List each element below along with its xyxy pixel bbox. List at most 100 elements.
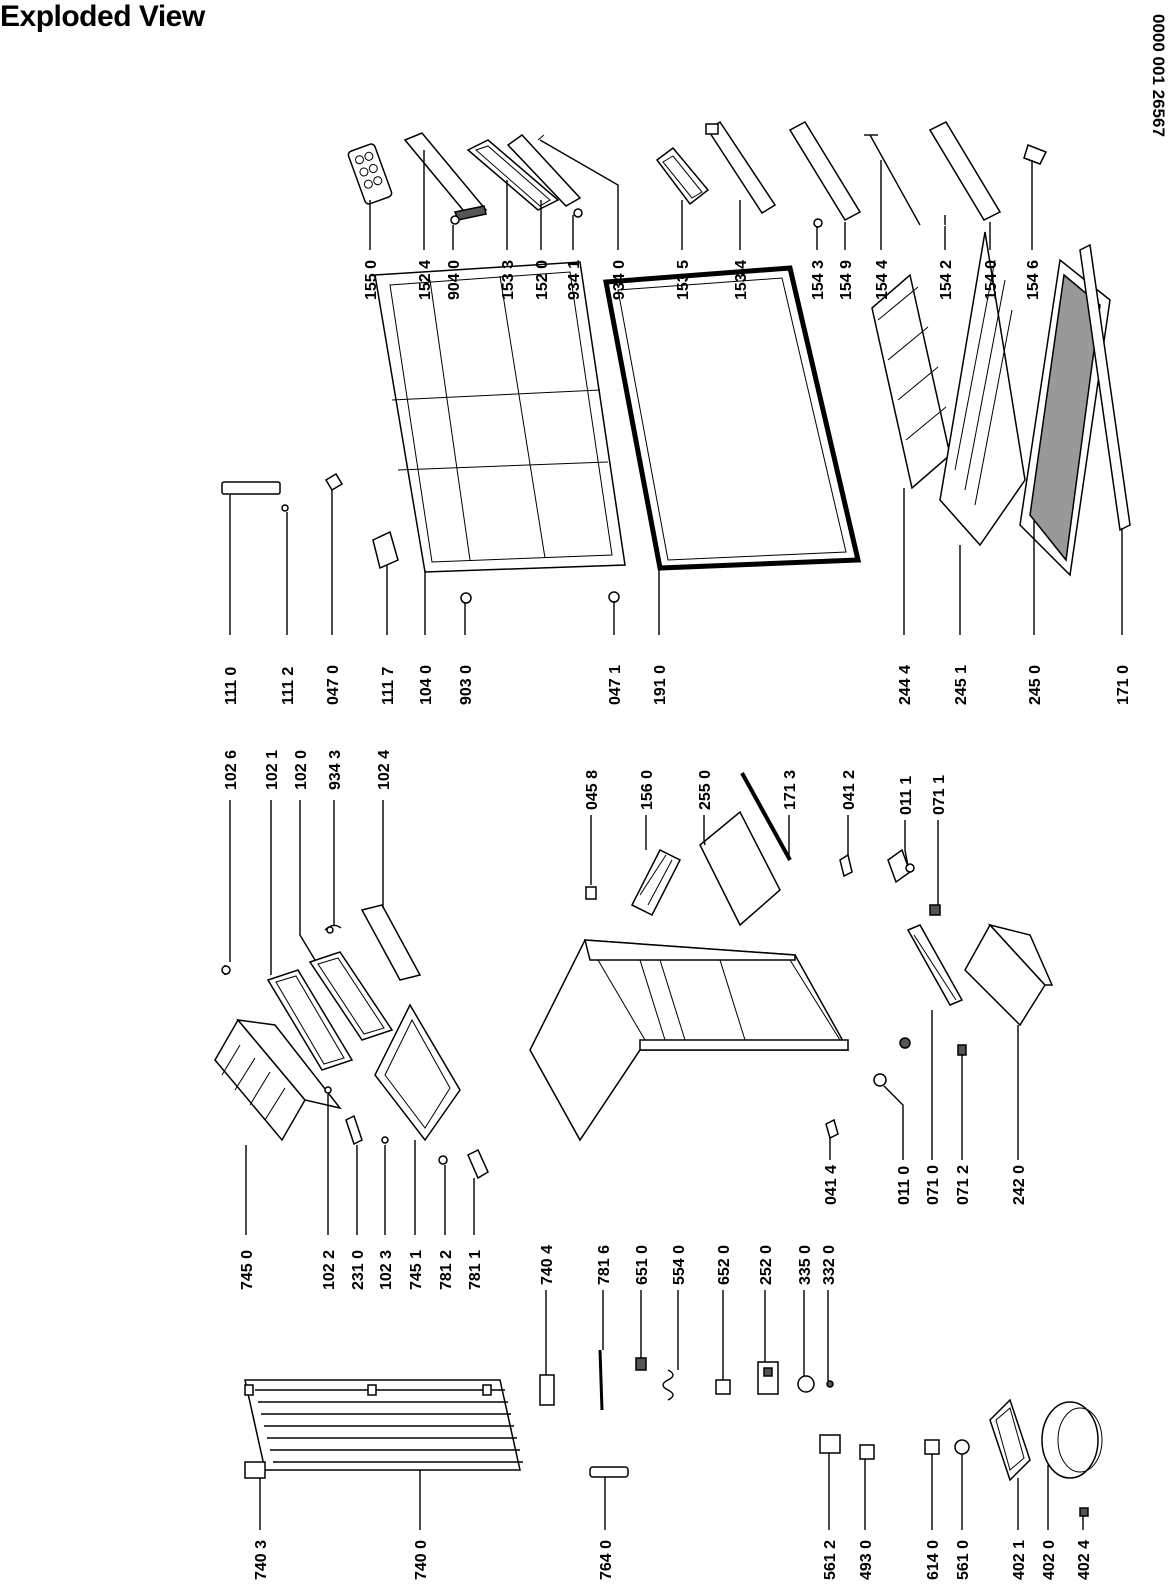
hinge-pin-047-1-part: [608, 591, 620, 603]
clip-part: [1023, 144, 1048, 165]
callout-label: 245 0: [1027, 665, 1044, 705]
callout-label: 231 0: [350, 1250, 367, 1290]
callout-label: 154 3: [810, 260, 827, 300]
callout-label: 111 2: [280, 667, 297, 705]
callout-label: 171 0: [1115, 665, 1132, 705]
callout-label: 153 3: [500, 260, 517, 300]
leader-lines: [229, 139, 1123, 1530]
callout-label: 934 0: [611, 260, 628, 300]
callout-label: 781 2: [438, 1250, 455, 1290]
overload-614-0-part: [924, 1439, 940, 1455]
callout-label: 041 2: [841, 770, 858, 810]
callout-label: 102 3: [378, 1250, 395, 1290]
callout-label: 255 0: [697, 770, 714, 810]
callout-label: 402 1: [1011, 1540, 1028, 1580]
callout-label: 781 1: [467, 1250, 484, 1290]
callout-labels: 155 0 152 4 904 0 153 3 152 0 934 1 934 …: [223, 260, 1132, 1580]
callout-label: 191 0: [652, 665, 669, 705]
plate-102-4-part: [360, 904, 422, 981]
callout-label: 154 2: [938, 260, 955, 300]
screw-part: [450, 215, 460, 225]
callout-label: 740 3: [253, 1540, 270, 1580]
callout-label: 153 4: [733, 260, 750, 300]
page-title: Exploded View: [0, 0, 205, 33]
callout-label: 745 0: [239, 1250, 256, 1290]
drip-tray-part: [374, 1003, 461, 1142]
callout-label: 740 0: [413, 1540, 430, 1580]
strip-171-3-part: [740, 772, 792, 861]
lamp-cover-071-0-part: [906, 924, 964, 1006]
callout-label: 171 3: [782, 770, 799, 810]
callout-label: 651 0: [634, 1245, 651, 1285]
callout-label: 332 0: [821, 1245, 838, 1285]
strip-102-6-part: [221, 965, 231, 975]
cable-934-3-part: [324, 924, 342, 934]
callout-label: 111 7: [380, 667, 397, 705]
callout-label: 904 0: [446, 260, 463, 300]
connector-652-0-part: [715, 1379, 731, 1395]
clip-041-2-part: [839, 853, 853, 878]
frame-102-0-part: [308, 951, 394, 1041]
callout-label: 071 2: [955, 1165, 972, 1205]
callout-label: 652 0: [716, 1245, 733, 1285]
callout-label: 071 1: [931, 775, 948, 815]
small-part-102-3: [381, 1136, 389, 1144]
callout-label: 104 0: [418, 665, 435, 705]
pin-part: [573, 208, 583, 218]
hinge-pin-part: [324, 472, 344, 492]
callout-label: 242 0: [1011, 1165, 1028, 1205]
callout-label: 154 9: [838, 260, 855, 300]
knob-781-2-part: [438, 1155, 448, 1165]
callout-label: 903 0: [458, 665, 475, 705]
callout-label: 045 8: [584, 770, 601, 810]
drier-filter-part: [589, 1466, 629, 1478]
callout-label: 156 0: [639, 770, 656, 810]
callout-label: 764 0: [598, 1540, 615, 1580]
callout-label: 102 2: [321, 1250, 338, 1290]
callout-label: 152 4: [417, 260, 434, 300]
fixing-045-8-part: [585, 886, 597, 900]
small-shelf-part: [871, 273, 951, 490]
callout-label: 011 0: [896, 1166, 913, 1205]
callout-label: 493 0: [858, 1540, 875, 1580]
ice-tray-part: [630, 848, 682, 917]
bulb-011-0-part: [873, 1037, 911, 1087]
callout-label: 245 1: [953, 665, 970, 705]
callout-label: 554 0: [671, 1245, 688, 1285]
callout-label: 011 1: [898, 776, 915, 815]
callout-label: 745 1: [408, 1250, 425, 1290]
door-tray-part: [928, 121, 1002, 225]
crisper-drawer-part: [964, 923, 1054, 1027]
egg-tray-part: [347, 143, 393, 205]
lamp-holder-part: [345, 1114, 363, 1146]
switch-071-1-part: [929, 904, 941, 916]
pin-332-0-part: [826, 1380, 834, 1388]
door-gasket-part: [603, 265, 862, 571]
callout-label: 335 0: [797, 1245, 814, 1285]
bottle-rack-part: [705, 120, 777, 215]
callout-label: 102 6: [223, 750, 240, 790]
switch-071-2-part: [957, 1044, 967, 1056]
condenser-part: [244, 1379, 523, 1471]
light-011-1-part: [887, 848, 915, 884]
callout-label: 244 4: [897, 665, 914, 705]
glass-plate-255-0-part: [699, 810, 781, 927]
drain-041-4-part: [825, 1118, 839, 1140]
thermostat-knob-part: [467, 1148, 489, 1180]
parts: [214, 120, 1131, 1517]
callout-label: 740 4: [539, 1245, 556, 1285]
evaporator-box-part: [214, 1018, 342, 1142]
callout-label: 152 0: [534, 260, 551, 300]
callout-label: 102 4: [376, 750, 393, 790]
callout-label: 102 0: [293, 750, 310, 790]
screw-903-part: [460, 592, 472, 604]
door-shelf-lid-part: [403, 132, 488, 221]
base-plate-402-1-part: [989, 1398, 1031, 1482]
callout-label: 154 4: [874, 260, 891, 300]
plug-493-0-part: [859, 1444, 875, 1460]
hinge-cover-part: [372, 530, 399, 570]
knob-335-0-part: [797, 1375, 815, 1393]
callout-label: 781 6: [596, 1245, 613, 1285]
callout-label: 934 1: [566, 260, 583, 300]
